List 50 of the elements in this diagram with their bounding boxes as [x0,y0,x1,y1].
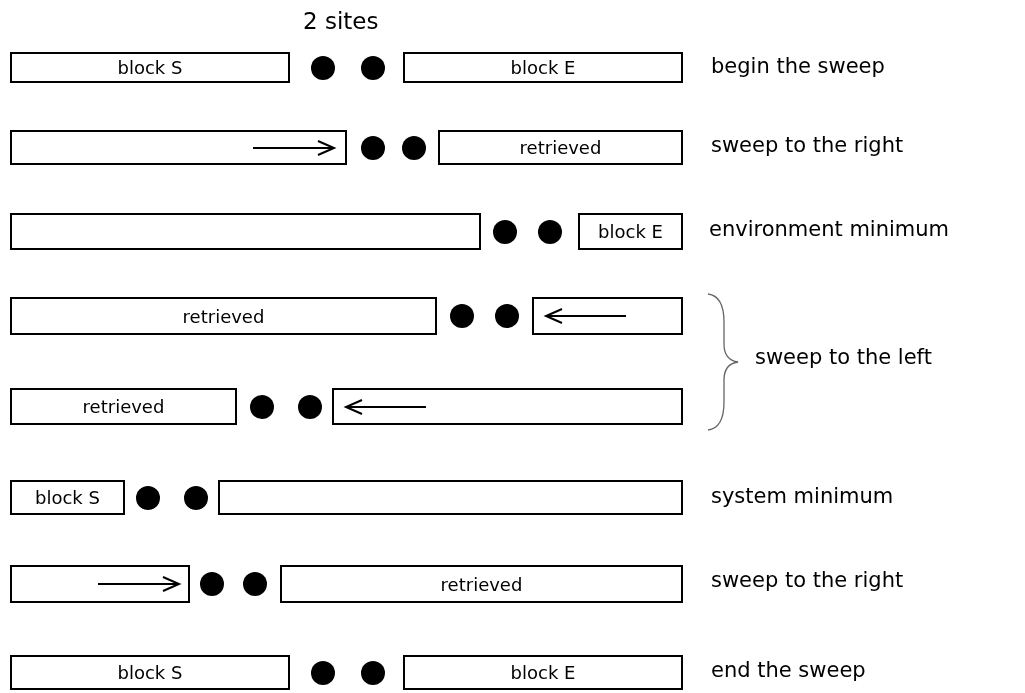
site-dot [495,304,519,328]
block-box [10,565,190,603]
block-box [403,52,683,83]
site-dot [298,394,322,419]
step-label: end the sweep [711,658,866,682]
site-dot [402,135,426,160]
block-box [438,130,683,165]
step-label: sweep to the right [711,568,904,592]
site-dot [136,485,160,510]
site-dot [184,485,208,510]
block-label: block S [117,57,183,78]
site-dot [538,219,562,244]
block-box [10,297,437,335]
block-box [10,480,125,515]
site-dot [361,660,385,685]
block-label: retrieved [519,137,602,158]
block-box [218,480,683,515]
block-box [10,655,290,690]
block-box [403,655,683,690]
site-dot [200,572,224,596]
site-dot [311,55,335,80]
site-dot [250,394,274,419]
block-label: block E [598,221,663,242]
step-label: sweep to the left [755,345,932,369]
site-dot [450,304,474,328]
block-label: block E [510,662,576,683]
block-box [10,130,347,165]
block-label: block E [510,57,576,78]
sites-label: 2 sites [303,8,379,34]
block-box [578,213,683,250]
block-label: block S [117,662,183,683]
block-label: retrieved [82,396,165,417]
block-box [10,388,237,425]
site-dot [361,135,385,160]
block-box [532,297,683,335]
block-box [280,565,683,603]
step-label: environment minimum [709,217,950,241]
block-box [10,52,290,83]
step-label: system minimum [711,484,894,508]
site-dot [493,219,517,244]
step-label: sweep to the right [711,133,904,157]
block-label: block S [35,487,100,508]
site-dot [361,55,385,80]
block-box [10,213,481,250]
block-label: retrieved [182,305,265,327]
step-label: begin the sweep [711,54,885,78]
block-box [332,388,683,425]
site-dot [311,660,335,685]
block-label: retrieved [440,573,523,595]
site-dot [243,572,267,596]
